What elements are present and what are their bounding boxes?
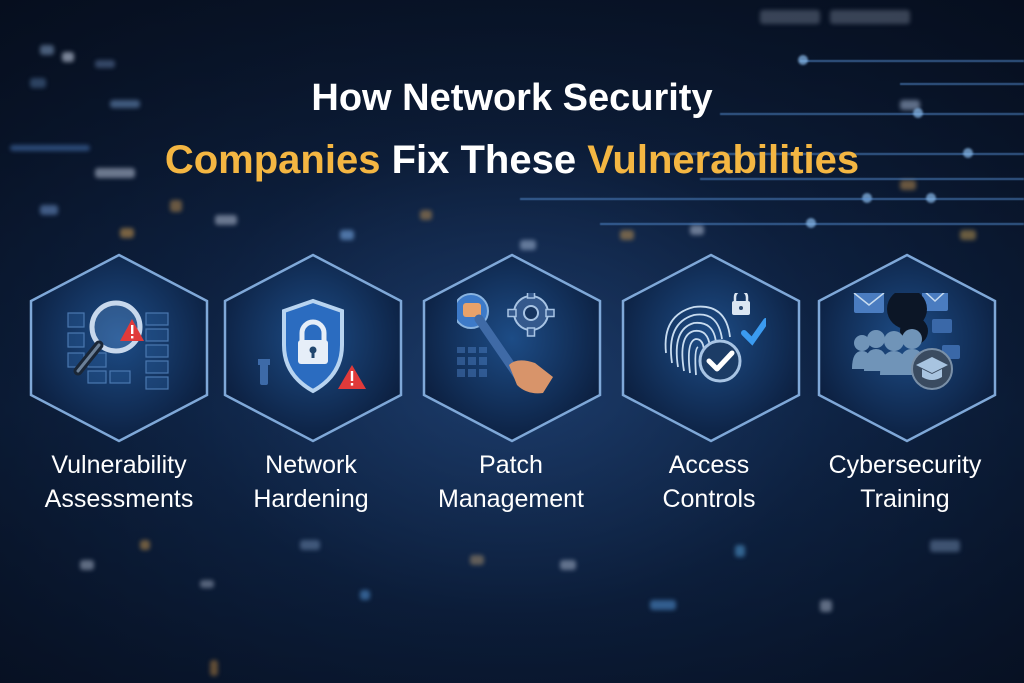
- group-graduation-icon: [852, 293, 960, 390]
- title-line-1: How Network Security: [311, 77, 713, 119]
- label-line-2: Management: [438, 485, 584, 513]
- label-line-2: Hardening: [253, 485, 369, 513]
- wrench-gear-icon: [457, 293, 555, 394]
- hex-card-patch-management: [421, 253, 603, 443]
- title-line-2: Companies Fix These Vulnerabilities: [0, 130, 1024, 190]
- page-title: How Network Security Companies Fix These…: [0, 68, 1024, 190]
- shield-lock-icon: [258, 298, 366, 394]
- label-line-1: Patch: [479, 451, 543, 479]
- title-fix-these: Fix These: [380, 138, 588, 182]
- label-line-1: Network: [265, 451, 357, 479]
- label-line-1: Cybersecurity: [828, 451, 982, 479]
- label-cybersecurity-training: Cybersecurity Training: [810, 448, 1000, 516]
- hexagon-frame: [29, 253, 209, 443]
- label-line-2: Training: [860, 485, 950, 513]
- label-patch-management: Patch Management: [416, 448, 606, 516]
- hex-card-network-hardening: [222, 253, 404, 443]
- title-highlight-companies: Companies: [164, 138, 381, 182]
- title-highlight-vulnerabilities: Vulnerabilities: [587, 138, 860, 182]
- hex-card-vulnerability-assessments: [28, 253, 210, 443]
- label-network-hardening: Network Hardening: [216, 448, 406, 516]
- services-row: [0, 253, 1024, 443]
- hex-card-access-controls: [620, 253, 802, 443]
- label-vulnerability-assessments: Vulnerability Assessments: [24, 448, 214, 516]
- label-line-2: Assessments: [44, 485, 194, 513]
- label-line-2: Controls: [662, 485, 756, 513]
- label-line-1: Access: [668, 451, 750, 479]
- magnifier-alert-icon: [67, 300, 169, 390]
- fingerprint-check-icon: [664, 293, 766, 383]
- label-line-1: Vulnerability: [51, 451, 187, 479]
- hex-card-cybersecurity-training: [816, 253, 998, 443]
- label-access-controls: Access Controls: [614, 448, 804, 516]
